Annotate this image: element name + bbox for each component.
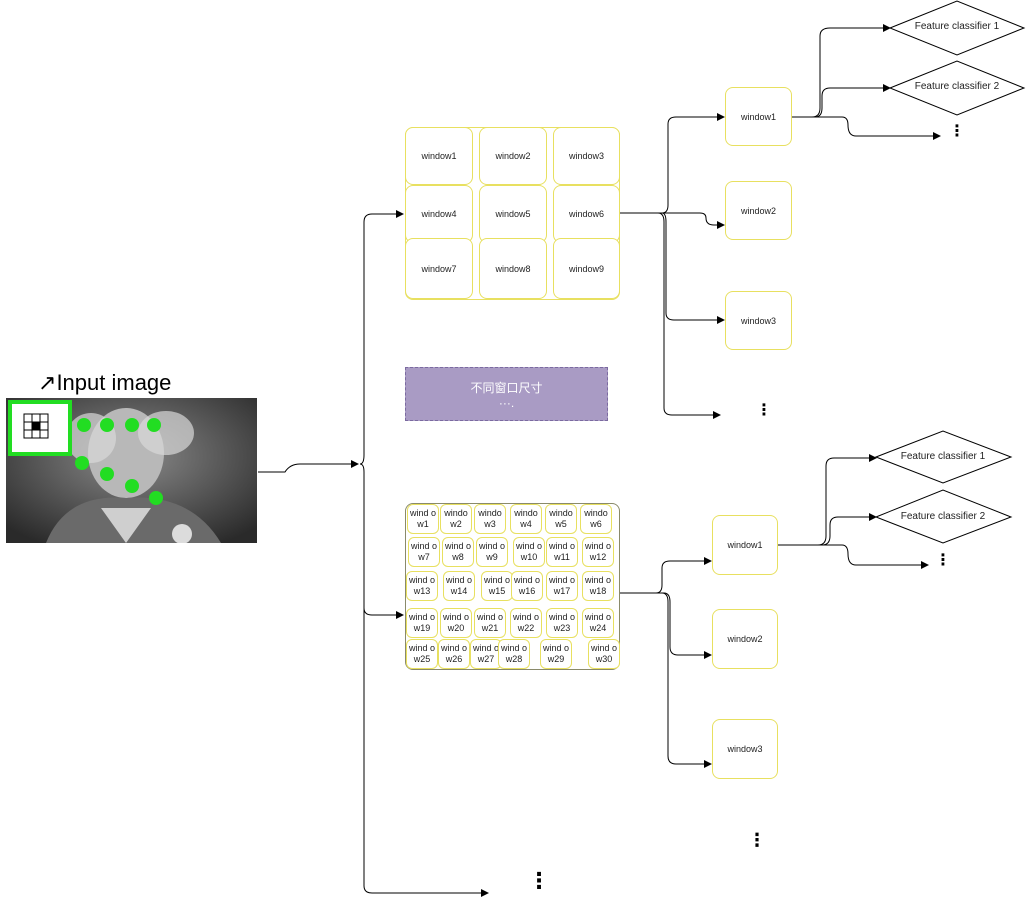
edge-grid9-more bbox=[620, 212, 721, 419]
feature-points bbox=[75, 418, 163, 505]
grid30-window-30: wind ow30 bbox=[588, 639, 620, 669]
edge-grid9-w3 bbox=[620, 212, 725, 324]
edge-bot-fc1 bbox=[778, 454, 877, 546]
input-image bbox=[6, 398, 257, 543]
branch-bottom-window-3: window3 bbox=[712, 719, 778, 779]
classifier-diamond-top-2 bbox=[888, 60, 1026, 116]
grid30-window-4: windo w4 bbox=[510, 504, 542, 534]
classifier-label-top-2: Feature classifier 2 bbox=[914, 81, 1000, 92]
edge-grid9-w2 bbox=[620, 212, 725, 229]
grid30-window-3: windo w3 bbox=[474, 504, 506, 534]
grid30-window-22: wind ow22 bbox=[510, 608, 542, 638]
ellipsis-more-sizes: ⋮ bbox=[528, 868, 550, 893]
grid30-window-27: wind ow27 bbox=[470, 639, 502, 669]
grid30-window-10: wind ow10 bbox=[513, 537, 545, 567]
classifier-label-top-1: Feature classifier 1 bbox=[914, 21, 1000, 32]
grid30-window-16: wind ow16 bbox=[511, 571, 543, 601]
grid9-window-6: window6 bbox=[553, 185, 620, 243]
grid30-window-17: wind ow17 bbox=[546, 571, 578, 601]
grid9-window-7: window7 bbox=[405, 238, 473, 299]
grid9-window-1: window1 bbox=[405, 127, 473, 185]
grid30-window-20: wind ow20 bbox=[440, 608, 472, 638]
grid9-window-4: window4 bbox=[405, 185, 473, 243]
haar-feature-icon bbox=[23, 413, 49, 439]
classifier-label-bot-1: Feature classifier 1 bbox=[900, 451, 986, 462]
edge-bot-fc2 bbox=[778, 513, 877, 546]
edge-top-more bbox=[792, 116, 941, 140]
note-line-2: ···. bbox=[498, 395, 515, 410]
classifier-diamond-top-1 bbox=[888, 0, 1026, 56]
grid30-window-25: wind ow25 bbox=[406, 639, 438, 669]
grid30-window-19: wind ow19 bbox=[406, 608, 438, 638]
grid30-window-11: wind ow11 bbox=[546, 537, 578, 567]
grid30-window-7: wind ow7 bbox=[408, 537, 440, 567]
edge-input-trunk bbox=[258, 460, 359, 473]
grid30-window-14: wind ow14 bbox=[443, 571, 475, 601]
note-different-window-sizes: 不同窗口尺寸 ···. bbox=[405, 367, 608, 421]
grid30-window-24: wind ow24 bbox=[582, 608, 614, 638]
note-line-1: 不同窗口尺寸 bbox=[470, 380, 543, 395]
grid30-window-6: windo w6 bbox=[580, 504, 612, 534]
edge-grid9-w1 bbox=[620, 113, 725, 214]
classifier-diamond-bot-1 bbox=[874, 430, 1013, 484]
edge-grid30-w2 bbox=[620, 592, 712, 659]
up-arrow-icon: ↗ bbox=[38, 370, 57, 395]
grid30-window-18: wind ow18 bbox=[582, 571, 614, 601]
branch-top-window-2: window2 bbox=[725, 181, 792, 240]
edge-bot-more bbox=[778, 544, 929, 569]
edge-grid30-w3 bbox=[620, 592, 712, 768]
grid30-window-26: wind ow26 bbox=[438, 639, 470, 669]
branch-top-window-3: window3 bbox=[725, 291, 792, 350]
grid30-window-21: wind ow21 bbox=[474, 608, 506, 638]
grid30-window-28: wind ow28 bbox=[498, 639, 530, 669]
grid30-window-8: wind ow8 bbox=[442, 537, 474, 567]
grid30-window-15: wind ow15 bbox=[481, 571, 513, 601]
branch-bottom-window-2: window2 bbox=[712, 609, 778, 669]
branch-bottom-window-1: window1 bbox=[712, 515, 778, 575]
grid9-window-9: window9 bbox=[553, 238, 620, 299]
grid9-window-8: window8 bbox=[479, 238, 547, 299]
detection-window-box bbox=[8, 400, 72, 456]
classifier-diamond-bot-2 bbox=[874, 489, 1013, 544]
ellipsis-top-classifiers: ⋮ bbox=[949, 123, 965, 140]
grid9-window-3: window3 bbox=[553, 127, 620, 185]
grid30-window-23: wind ow23 bbox=[546, 608, 578, 638]
edge-trunk-more bbox=[363, 472, 489, 897]
grid30-window-2: windo w2 bbox=[440, 504, 472, 534]
edge-grid30-w1 bbox=[620, 557, 712, 594]
edge-trunk-grid9 bbox=[359, 210, 404, 465]
grid30-window-5: windo w5 bbox=[545, 504, 577, 534]
ellipsis-top-windows: ⋮ bbox=[756, 402, 772, 419]
grid9-window-2: window2 bbox=[479, 127, 547, 185]
ellipsis-bottom-classifiers: ⋮ bbox=[935, 552, 951, 569]
grid30-window-12: wind ow12 bbox=[582, 537, 614, 567]
classifier-label-bot-2: Feature classifier 2 bbox=[900, 511, 986, 522]
edge-trunk-grid30 bbox=[359, 463, 404, 619]
branch-top-window-1: window1 bbox=[725, 87, 792, 146]
grid30-window-1: wind ow1 bbox=[407, 504, 439, 534]
input-image-label: ↗Input image bbox=[38, 370, 172, 395]
grid30-window-9: wind ow9 bbox=[476, 537, 508, 567]
ellipsis-bottom-windows: ⋮ bbox=[748, 830, 766, 850]
edge-top-fc1 bbox=[792, 24, 891, 118]
grid30-window-29: wind ow29 bbox=[540, 639, 572, 669]
edge-top-fc2 bbox=[792, 84, 891, 118]
grid9-window-5: window5 bbox=[479, 185, 547, 243]
grid30-window-13: wind ow13 bbox=[406, 571, 438, 601]
